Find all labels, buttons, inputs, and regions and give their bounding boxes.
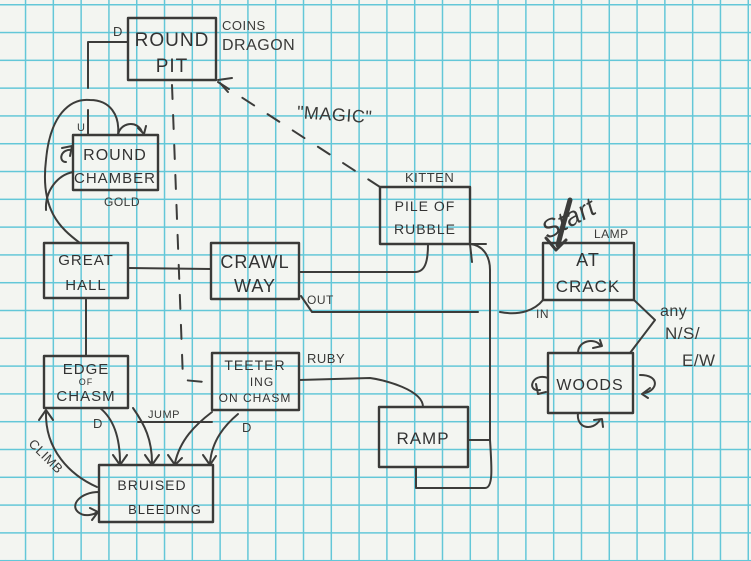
edge-pit-dashed-down [171,84,206,383]
nodes [42,16,636,524]
item-notes: COINS DRAGON GOLD KITTEN LAMP RUBY [104,18,629,366]
edge-ramp-loop [415,439,493,489]
rubble-label-1: PILE OF [395,198,456,214]
label-any: any [660,303,687,320]
node-pile-of-rubble [378,185,472,246]
great-hall-label-1: GREAT [58,252,114,269]
edge-crawlway-to-rubble [298,243,429,273]
label-d-pit: D [113,24,123,39]
bruised-label-2: BLEEDING [128,502,202,517]
crawl-way-label-2: WAY [234,276,276,296]
item-gold: GOLD [104,195,140,209]
node-teetering-on-chasm [210,351,301,412]
node-round-chamber [71,133,160,192]
node-at-crack [541,241,636,302]
woods-label: WOODS [556,377,623,394]
edge-hall-loop [44,171,74,211]
label-nsew-1: N/S/ [665,324,700,343]
edge-climb [38,409,98,488]
edge-chamber-to-pit [87,41,129,89]
round-chamber-label-2: CHAMBER [74,170,156,187]
node-woods [546,351,635,415]
label-in: IN [536,307,549,321]
node-labels: ROUND PIT ROUND CHAMBER GREAT HALL CRAWL… [56,30,623,517]
label-out: OUT [307,293,334,307]
edge-chamber-loop-left [60,145,74,163]
node-ramp [377,405,470,469]
item-lamp: LAMP [594,227,629,241]
edges [38,41,656,521]
edge-edge-to-bruised-d [99,407,128,466]
label-jump: JUMP [148,409,180,421]
node-round-pit [126,16,218,82]
edge-label-2: CHASM [56,388,115,405]
label-magic: "MAGIC" [296,102,372,127]
edge-label-1: EDGE [63,361,110,378]
node-crawl-way [209,241,301,301]
edge-woods-loop-left [531,375,549,395]
item-dragon: DRAGON [222,37,295,54]
edge-woods-loop-bottom [576,412,604,429]
edge-ramp-to-rubble [467,243,491,441]
edge-magic-arrowhead [217,77,233,93]
edge-chamber-loop-top [117,123,147,136]
round-chamber-label-1: ROUND [83,147,147,164]
edge-magic-dashed [217,81,381,188]
label-climb: CLIMB [26,436,66,476]
edge-crawlway-out-to-crack [300,295,544,315]
edge-teeter-to-ramp [298,377,424,408]
edge-hall-to-crawlway [127,267,212,270]
teeter-label-2: ON CHASM [219,391,292,405]
node-bruised-bleeding [97,463,215,524]
at-crack-label-1: AT [576,250,600,270]
teeter-label-1: TEETER [224,357,285,373]
label-u-chamber: U [77,122,85,134]
teeter-label-ing: ING [250,375,274,389]
label-d-edge: D [93,416,103,431]
label-nsew-2: E/W [682,351,716,370]
at-crack-label-2: CRACK [556,277,621,296]
crawl-way-label-1: CRAWL [220,252,289,272]
great-hall-label-2: HALL [65,277,107,294]
edge-hall-to-chamber [43,98,120,244]
node-great-hall [42,241,130,300]
edge-label-of: OF [79,377,94,387]
bruised-label-1: BRUISED [117,477,186,493]
rubble-label-2: RUBBLE [394,221,456,237]
round-pit-label-1: ROUND [135,30,210,51]
item-kitten: KITTEN [405,170,454,185]
edge-woods-loop-top [577,339,603,354]
label-d-teeter: D [242,420,252,435]
edge-labels: D U "MAGIC" OUT IN any N/S/ E/W JUMP D D… [26,24,716,476]
node-edge-of-chasm [42,354,130,410]
start-arrow [555,197,573,248]
item-coins: COINS [222,18,266,33]
edge-bruised-loop [74,491,100,521]
item-ruby: RUBY [307,351,345,366]
edge-crack-to-woods [629,299,656,354]
round-pit-label-2: PIT [156,56,189,77]
ramp-label: RAMP [396,429,449,448]
edge-woods-loop-right [639,374,656,399]
